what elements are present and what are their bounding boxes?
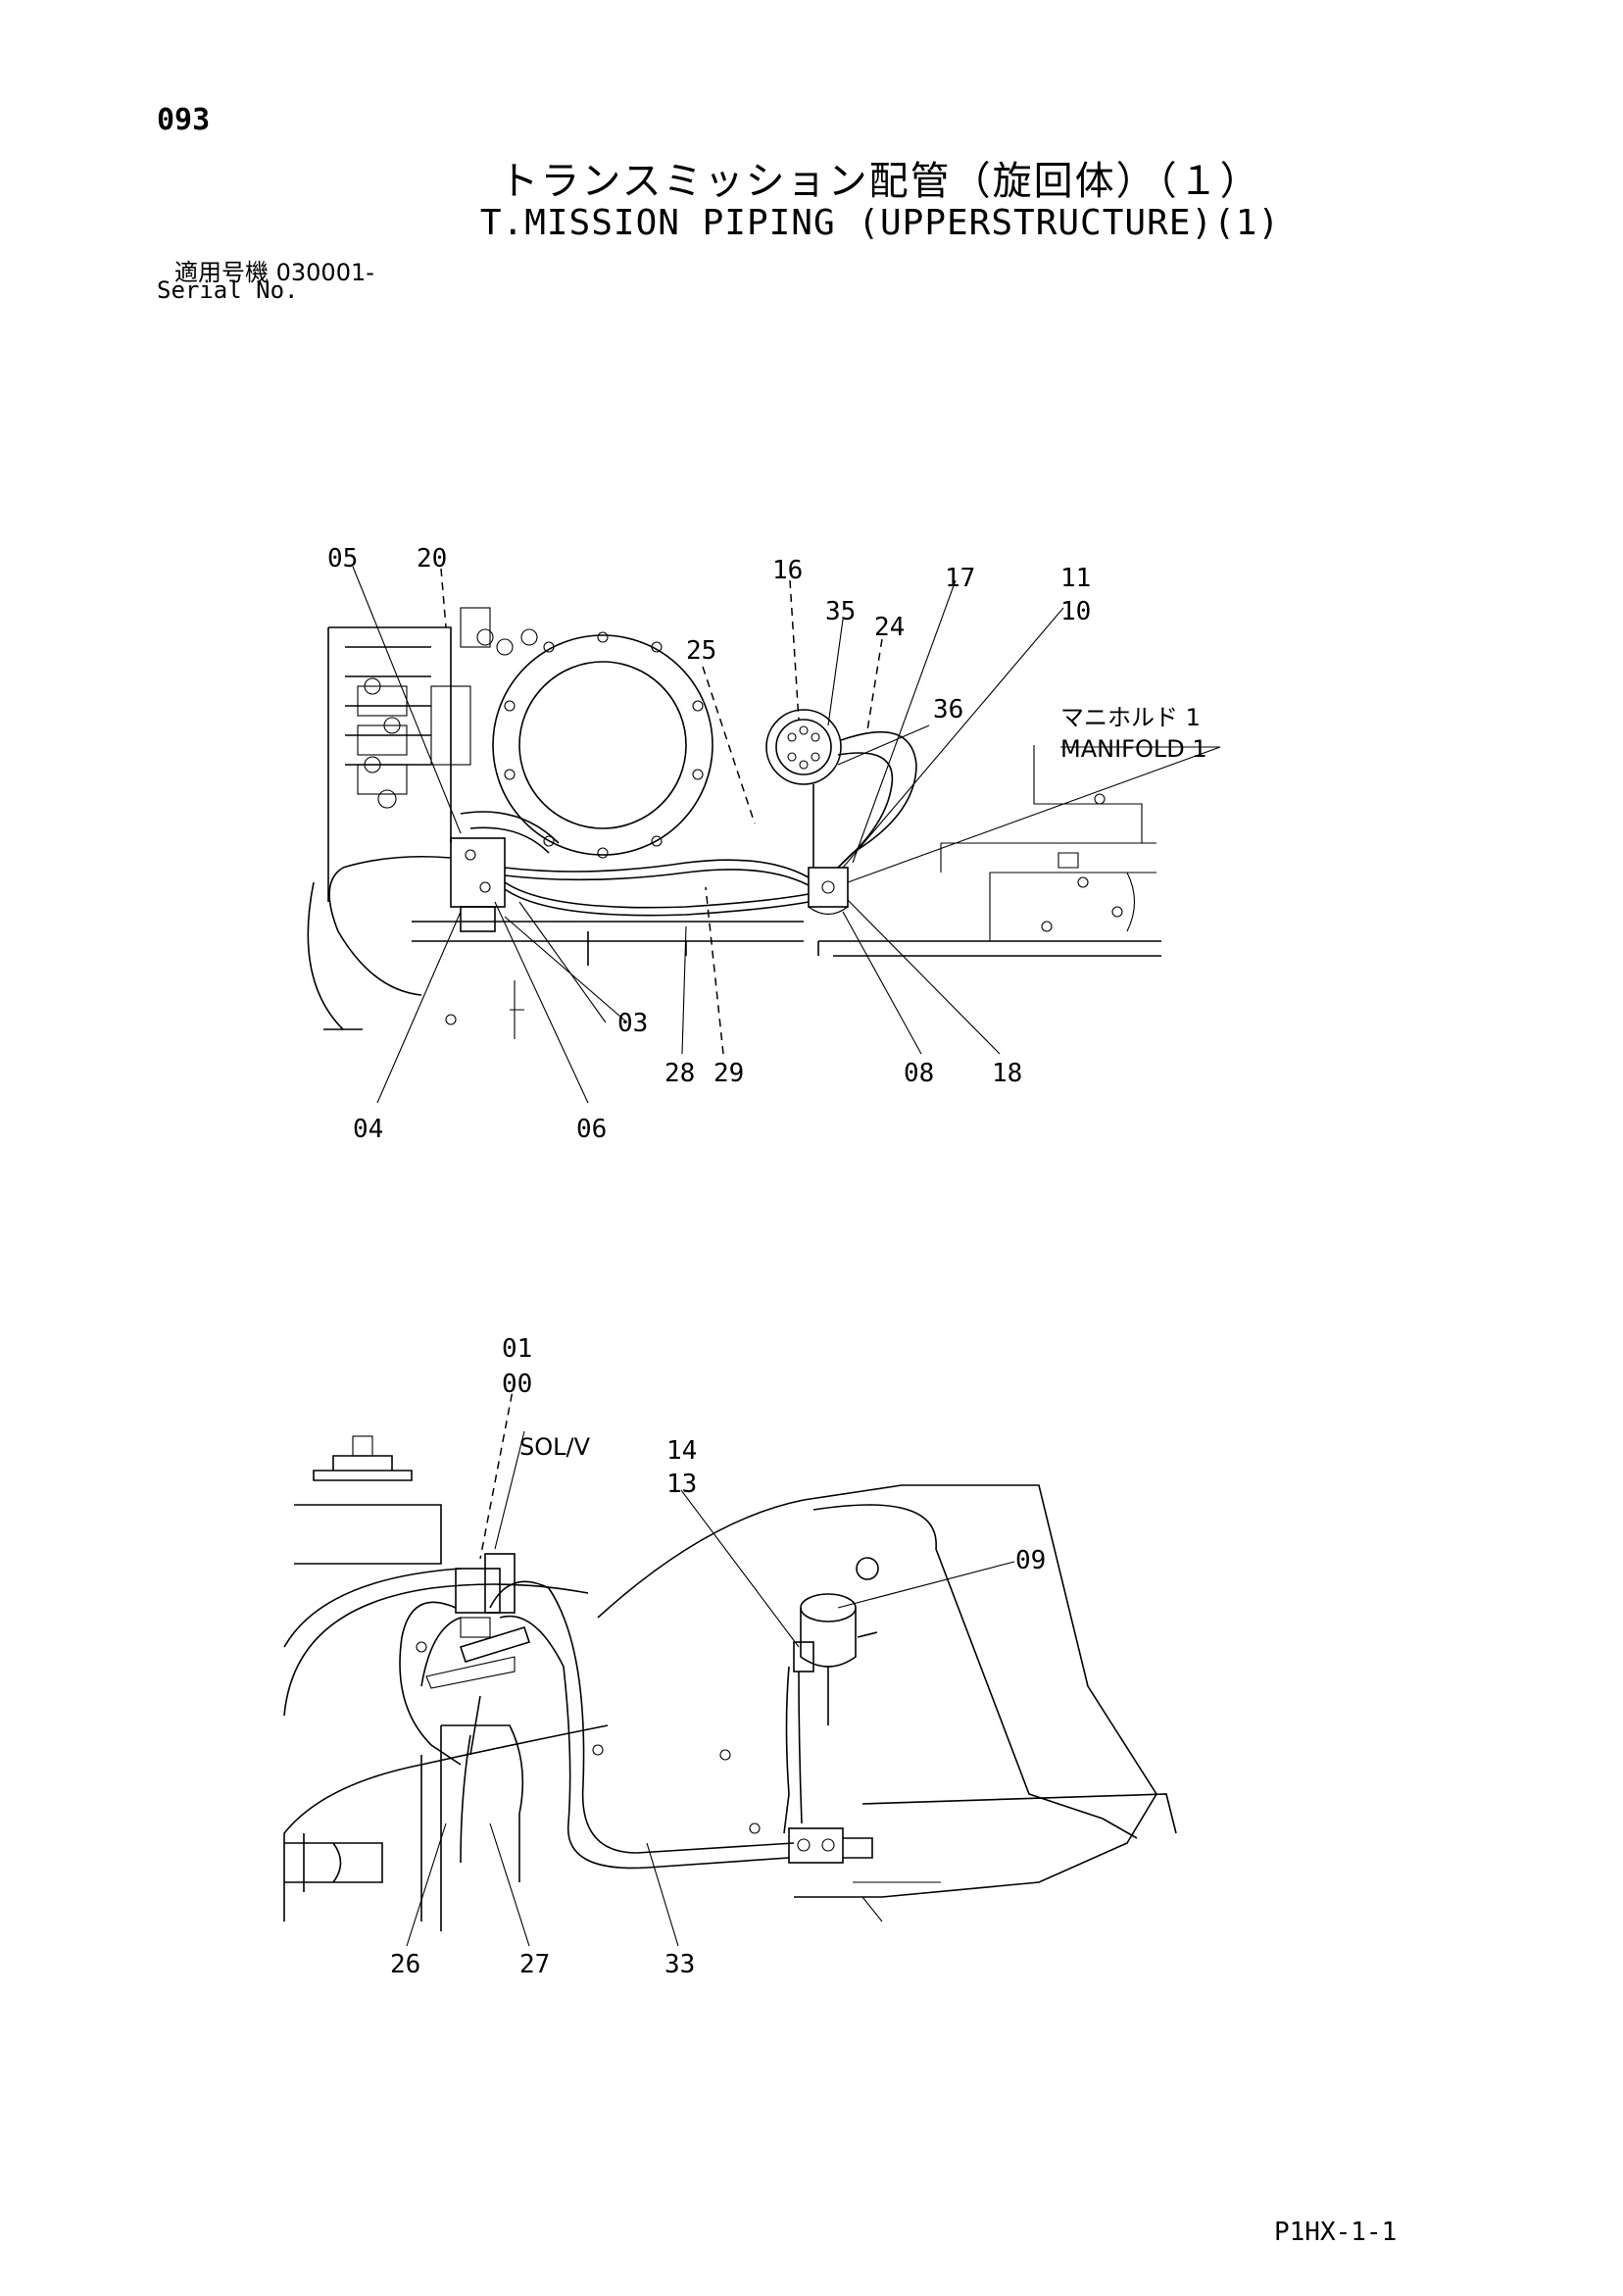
title-english: T.MISSION PIPING (UPPERSTRUCTURE)(1)	[479, 203, 1281, 243]
callout-36: 36	[933, 695, 963, 724]
top-diagram-labels: 05 20 16 35 24 17 11 10 25 36 マニホルド 1 MA…	[327, 544, 1207, 1144]
callout-20: 20	[417, 544, 447, 574]
callout-09: 09	[1015, 1546, 1046, 1575]
top-diagram-drawing	[307, 566, 1221, 1104]
sol-valve-label: SOL/V	[519, 1433, 591, 1461]
serial-label-japanese: 適用号機 030001-	[174, 259, 374, 286]
callout-16: 16	[772, 556, 803, 585]
callout-18: 18	[992, 1059, 1022, 1088]
callout-10: 10	[1060, 597, 1091, 626]
callout-27: 27	[519, 1950, 550, 1979]
callout-17: 17	[945, 564, 975, 593]
callout-29: 29	[713, 1059, 744, 1088]
bottom-diagram-labels: 01 00 SOL/V 14 13 09 26 27 33	[390, 1334, 1046, 1979]
callout-01: 01	[502, 1334, 532, 1364]
callout-33: 33	[664, 1950, 695, 1979]
callout-13: 13	[666, 1470, 697, 1499]
callout-00: 00	[502, 1370, 532, 1399]
title-japanese: トランスミッション配管（旋回体）（１）	[499, 159, 1261, 204]
page-number: 093	[157, 103, 211, 137]
serial-label-english: Serial No.	[157, 276, 299, 304]
manifold-label-japanese: マニホルド 1	[1060, 704, 1201, 731]
manifold-label-english: MANIFOLD 1	[1060, 735, 1207, 763]
callout-25: 25	[686, 636, 716, 666]
callout-26: 26	[390, 1950, 420, 1979]
footer-code: P1HX-1-1	[1274, 2218, 1398, 2247]
callout-28: 28	[664, 1059, 695, 1088]
callout-05: 05	[327, 544, 358, 574]
callout-06: 06	[576, 1115, 607, 1144]
bottom-diagram-drawing	[283, 1379, 1177, 1947]
callout-11: 11	[1060, 564, 1091, 593]
callout-14: 14	[666, 1436, 697, 1466]
callout-03: 03	[617, 1009, 648, 1038]
callout-24: 24	[874, 613, 905, 642]
callout-08: 08	[904, 1059, 934, 1088]
callout-04: 04	[353, 1115, 383, 1144]
callout-35: 35	[825, 597, 856, 626]
